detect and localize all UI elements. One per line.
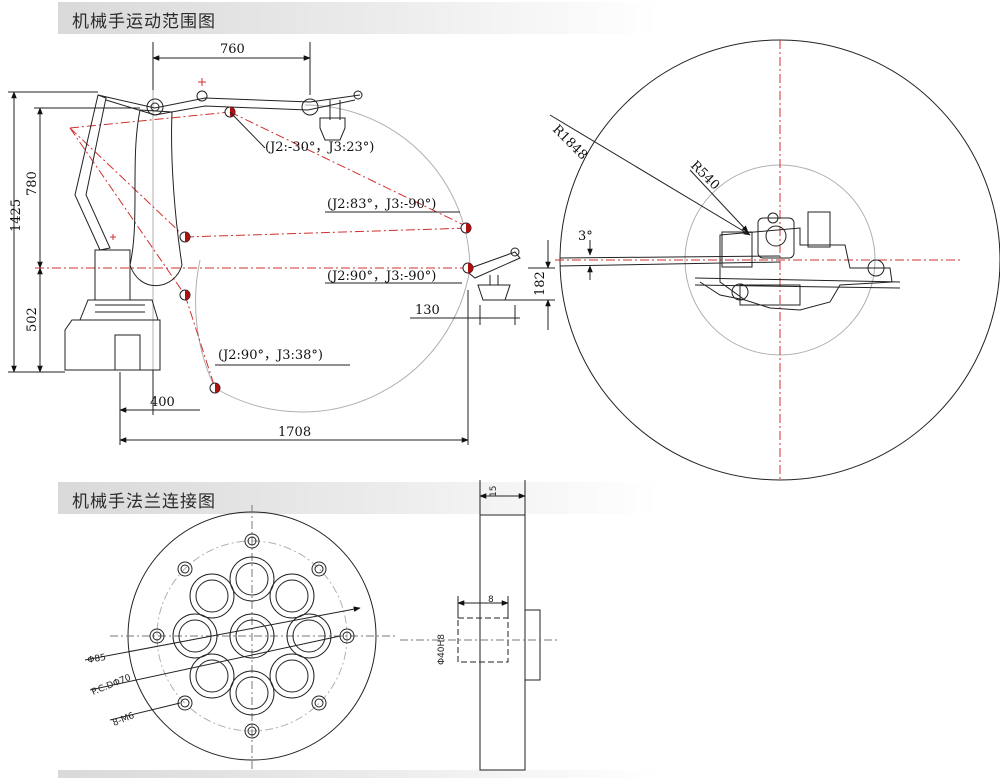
flange-section-body xyxy=(479,514,526,771)
angle-label: 3° xyxy=(578,229,593,244)
reach-center-lines xyxy=(35,111,471,389)
pose-label-1: (J2:-30°，J3:23°) xyxy=(265,140,374,155)
dimension-lines xyxy=(8,42,555,445)
flange-front-view xyxy=(84,505,395,770)
dim-400: 400 xyxy=(150,395,175,410)
flange-holes-label: 8-M6 xyxy=(111,711,136,729)
side-view xyxy=(8,42,555,445)
pose-label-2: (J2:83°，J3:-90°) xyxy=(327,197,436,212)
dim-182: 182 xyxy=(533,271,548,296)
flange-pcd-label: P.C.DΦ70 xyxy=(90,673,132,698)
tool-bores xyxy=(172,556,332,716)
flange-depth-label: 8 xyxy=(488,595,494,605)
pose-label-3: (J2:90°，J3:-90°) xyxy=(327,269,436,284)
dim-1708: 1708 xyxy=(278,425,311,440)
dim-760: 760 xyxy=(220,42,245,57)
radius-inner-leader xyxy=(689,169,749,233)
mounting-bolt-holes xyxy=(149,533,355,739)
radius-inner-label: R540 xyxy=(687,158,722,193)
dim-780: 780 xyxy=(25,171,40,196)
dim-502: 502 xyxy=(25,307,40,332)
dim-130: 130 xyxy=(415,303,440,318)
motion-range-title: 机械手运动范围图 xyxy=(72,12,216,32)
flange-dia-label: Φ85 xyxy=(87,653,107,666)
top-view xyxy=(549,39,1000,481)
flange-bore-label: Φ40H8 xyxy=(437,634,447,665)
flange-section-view xyxy=(400,480,560,771)
motion-range-header: 机械手运动范围图 xyxy=(58,2,658,34)
bottom-bar xyxy=(58,770,658,778)
radius-outer-label: R1848 xyxy=(549,122,590,163)
radius-outer-leader xyxy=(549,114,751,236)
end-effector-side xyxy=(463,247,521,301)
dim-1425: 1425 xyxy=(9,199,24,232)
flange-thickness-label: 15 xyxy=(489,486,499,497)
robot-arm-side xyxy=(64,90,363,371)
pose-label-4: (J2:90°，J3:38°) xyxy=(218,348,323,363)
robot-top-view xyxy=(694,211,901,311)
flange-title: 机械手法兰连接图 xyxy=(72,492,216,512)
work-envelope-arc xyxy=(214,104,471,413)
flange-header: 机械手法兰连接图 xyxy=(58,482,658,514)
